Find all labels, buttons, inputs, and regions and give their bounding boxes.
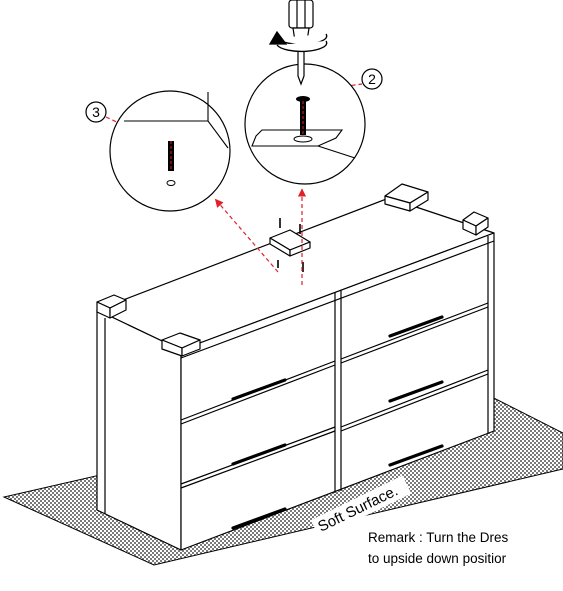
corner-protector xyxy=(96,294,127,319)
drawer-handle xyxy=(388,315,444,338)
corner-protectors xyxy=(96,183,489,357)
detail-circle-screw xyxy=(244,63,366,185)
hardware-pins xyxy=(277,218,304,272)
drawer-handle xyxy=(388,444,444,467)
remark-line-1: Remark : Turn the Dres xyxy=(368,530,509,545)
drawer-handle xyxy=(231,443,287,466)
corner-protector xyxy=(462,211,489,236)
drawer-handle xyxy=(231,378,287,401)
rotate-arrow-icon xyxy=(268,30,328,53)
dresser-front xyxy=(180,232,495,551)
detail-circle-dowel xyxy=(109,90,231,212)
dresser xyxy=(96,197,495,551)
callout-badge-3: 3 xyxy=(85,101,107,123)
callout-badge-2: 2 xyxy=(361,68,383,90)
remark-line-2: to upside down positior xyxy=(368,551,507,566)
corner-protector xyxy=(161,332,201,357)
drawer-handle xyxy=(388,380,444,403)
corner-protector xyxy=(384,183,429,212)
top-rail-bracket xyxy=(269,229,311,257)
drawer-handle xyxy=(231,507,287,530)
drawer-handles xyxy=(231,315,444,530)
svg-text:3: 3 xyxy=(92,104,100,120)
svg-text:2: 2 xyxy=(368,71,376,87)
